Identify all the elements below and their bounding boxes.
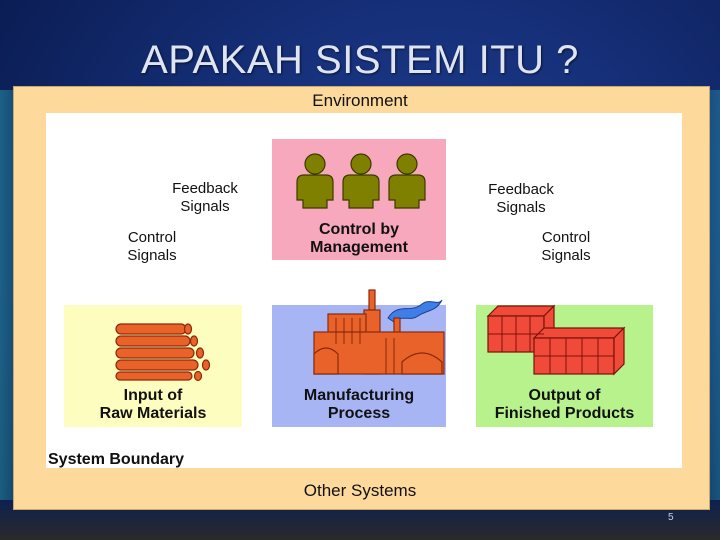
system-boundary-label: System Boundary — [48, 451, 185, 468]
input-label: Input of Raw Materials — [99, 387, 207, 422]
management-label: Control by Management — [310, 221, 408, 256]
pipes-icon — [115, 323, 211, 382]
slide-title: APAKAH SISTEM ITU ? — [141, 38, 579, 82]
process-label: Manufacturing Process — [303, 387, 415, 422]
people-icon — [296, 153, 426, 209]
factory-icon — [313, 289, 445, 375]
feedback-signals-right: Feedback Signals — [488, 181, 554, 216]
output-label: Output of Finished Products — [494, 387, 635, 422]
control-signals-right: Control Signals — [541, 229, 591, 264]
environment-label: Environment — [312, 91, 408, 110]
other-systems-label: Other Systems — [303, 481, 417, 500]
feedback-signals-left: Feedback Signals — [172, 180, 238, 215]
control-signals-left: Control Signals — [127, 229, 177, 264]
crates-icon — [486, 304, 626, 376]
page-number: 5 — [668, 512, 674, 523]
